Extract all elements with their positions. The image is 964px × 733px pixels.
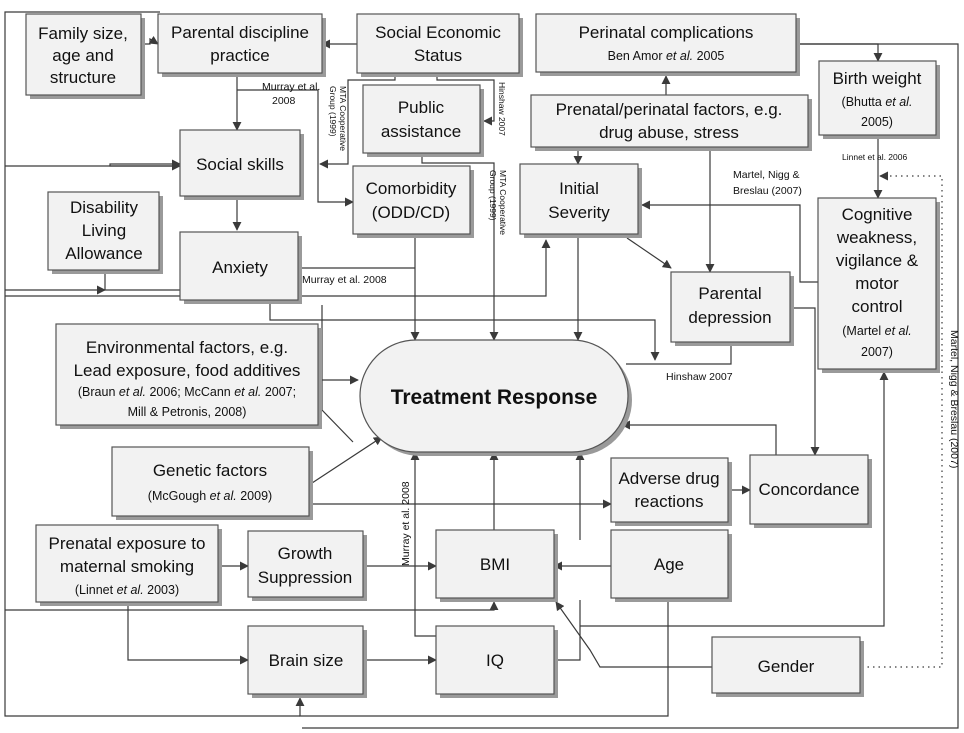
svg-text:Environmental factors, e.g.Lea: Environmental factors, e.g.Lead exposure… [74,338,301,380]
edge-smoking-to-brain [127,606,249,665]
label-martel-nigg-breslau: Martel, Nigg &Breslau (2007) [733,169,802,197]
node-comorbidity: Comorbidity(ODD/CD) [352,165,474,238]
node-bmi: BMI [435,529,558,602]
label-linnet-2006: Linnet et al. 2006 [842,152,907,162]
node-environmental: Environmental factors, e.g.Lead exposure… [55,323,322,429]
svg-text:BMI: BMI [480,555,510,574]
svg-text:Brain size: Brain size [269,651,344,670]
svg-text:Gender: Gender [758,657,815,676]
edge-labels: Murray et al.2008 MTA CooperativeGroup (… [262,81,960,566]
edge-outer-loop-left [4,11,300,717]
svg-text:Perinatal complications: Perinatal complications [579,23,754,42]
svg-text:2005): 2005) [861,115,893,129]
edge-severity-to-depression [626,237,672,269]
node-age: Age [610,529,732,602]
svg-text:Social skills: Social skills [196,155,284,174]
connectors [4,11,959,729]
svg-text:Prenatal/perinatal factors, e.: Prenatal/perinatal factors, e.g.drug abu… [556,100,783,142]
label-hinshaw-depression: Hinshaw 2007 [666,371,733,383]
edge-discipline-to-comorbidity [237,89,354,207]
edge-iq-to-response [410,451,436,637]
edge-env-to-response-b [321,305,354,443]
node-perinatal-complications: Perinatal complications Ben Amor et al. … [535,13,800,76]
edge-genetic-to-response [308,436,383,486]
svg-text:Comorbidity(ODD/CD): Comorbidity(ODD/CD) [366,179,457,222]
edge-gender-to-bmi [555,601,712,668]
node-social-skills: Social skills [179,129,304,200]
edge-gender-dotted [862,171,943,668]
edge-age-to-brain [295,600,669,717]
edge-cognitive-to-severity [641,200,818,283]
svg-text:(Linnet et al. 2003): (Linnet et al. 2003) [75,583,179,597]
label-murray-iq: Murray et al. 2008 [400,481,412,566]
svg-text:Birth weight: Birth weight [833,69,922,88]
node-anxiety: Anxiety [179,231,302,304]
svg-text:(Bhutta et al.: (Bhutta et al. [842,95,913,109]
node-genetic: Genetic factors (McGough et al. 2009) [111,446,313,520]
svg-text:Genetic factors: Genetic factors [153,461,267,480]
node-gender: Gender [711,636,864,697]
label-mta-2: MTA CooperativeGroup (1999) [488,170,508,235]
edge-public-to-response [421,157,499,341]
node-prenatal: Prenatal/perinatal factors, e.g.drug abu… [530,94,812,151]
edge-depression-to-concordance [790,307,820,456]
svg-text:Anxiety: Anxiety [212,258,268,277]
svg-text:Age: Age [654,555,684,574]
svg-text:(McGough et al. 2009): (McGough et al. 2009) [148,489,272,503]
node-birth-weight: Birth weight (Bhutta et al. 2005) [818,60,940,139]
svg-text:Treatment Response: Treatment Response [391,386,598,409]
label-martel-right: Martel, Nigg & Breslau (2007) [948,330,960,468]
edge-depression-to-response [626,342,732,365]
edge-age-to-cognitive [580,371,889,627]
label-mta-1: MTA CooperativeGroup (1999) [328,86,348,151]
svg-text:Concordance: Concordance [758,480,859,499]
edge-ses-to-social [319,73,396,169]
edge-iq-to-age [554,600,581,661]
svg-text:Ben Amor et al. 2005: Ben Amor et al. 2005 [608,49,725,63]
svg-text:Mill & Petronis, 2008): Mill & Petronis, 2008) [128,405,247,419]
node-iq: IQ [435,625,558,698]
edge-concordance-to-response [621,420,777,455]
edge-left-to-bmi [5,601,499,611]
node-brain-size: Brain size [247,625,367,698]
svg-text:(Martel et al.: (Martel et al. [842,324,911,338]
edge-ses-to-public [436,73,495,126]
label-murray-discipline: Murray et al.2008 [262,81,320,107]
svg-text:(Braun et al. 2006; McCann et: (Braun et al. 2006; McCann et al. 2007; [78,385,296,399]
edge-outer-loop-top [302,43,959,729]
svg-text:2007): 2007) [861,345,893,359]
node-concordance: Concordance [749,454,872,528]
svg-text:IQ: IQ [486,651,504,670]
edge-complications-to-birthweight [796,43,883,62]
label-hinshaw-public: Hinshaw 2007 [497,82,507,136]
edge-family-to-discipline [141,35,159,45]
node-treatment-response: Treatment Response [359,339,632,456]
label-murray-anxiety: Murray et al. 2008 [302,274,387,286]
